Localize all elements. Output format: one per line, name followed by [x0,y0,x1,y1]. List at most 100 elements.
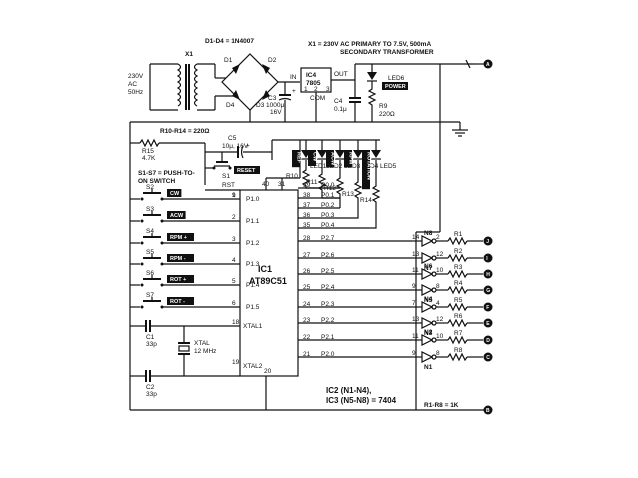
c2-ref: C2 [146,384,155,391]
output-terminal[interactable] [483,318,493,328]
mcu-xtal-pin-name: XTAL1 [243,323,263,330]
switch-contact [140,197,144,201]
gate-resistor [447,253,468,263]
gate-resistor-ref: R2 [454,248,463,255]
inverter-out-pin: 10 [436,333,444,340]
switch-tag[interactable]: ROT + [170,277,186,283]
switch-tag[interactable]: ROT - [170,299,185,305]
output-terminal-label[interactable]: F [486,305,489,311]
regulator-pin1: 1 [304,86,308,93]
output-terminal[interactable] [483,302,493,312]
regulator-com: COM [310,95,325,102]
power-tag: POWER [385,84,406,90]
switch-note-2: ON SWITCH [138,178,175,185]
switch-tag[interactable]: RPM + [170,235,187,241]
r10-r14-note: R10-R14 = 220Ω [160,128,209,135]
c4-value: 0.1μ [334,106,347,113]
regulator-in: IN [290,74,297,81]
led-ref: LED1 [310,163,327,170]
led-symbol [317,150,327,158]
c3-value: 1000μ [266,102,284,109]
switch-tag[interactable]: RPM - [170,256,186,262]
transformer-ref: X1 [185,51,193,58]
led-resistor-ref: R14 [360,197,372,204]
output-terminal-label[interactable]: I [486,256,488,262]
mcu-p2-pin-name: P2.0 [321,351,335,358]
mcu-left-pin-name: P1.1 [246,218,260,225]
gate-resistor-ref: R7 [454,330,463,337]
gate-resistor-ref: R8 [454,347,463,354]
switch-tag[interactable]: ACW [170,213,184,219]
inverter-ref: N6 [424,263,433,270]
switch-tag-bg[interactable] [167,189,182,197]
c1-value: 33p [146,341,157,348]
output-terminal[interactable] [483,352,493,362]
inverter-out-pin: 12 [436,316,444,323]
output-terminal[interactable] [483,335,493,345]
output-terminal[interactable] [483,253,493,263]
inverter-out-pin: 8 [436,283,440,290]
mcu-p0-pin-num: 37 [303,202,311,209]
mcu-p0-pin-num: 38 [303,192,311,199]
switch-tag-bg[interactable] [167,233,194,241]
mcu-xtal-pin-num: 18 [232,319,240,326]
mcu-left-pin-name: P1.5 [246,304,260,311]
terminal-b[interactable]: B [486,408,490,414]
inverter-in-pin: 7 [412,300,416,307]
led-resistor [340,160,363,219]
gate-note-2: IC3 (N5-N8) = 7404 [326,396,397,405]
switch-ref: S6 [146,270,154,277]
mcu-p0-pin-name: P0.1 [321,192,335,199]
output-terminal-label[interactable]: G [486,288,490,294]
terminal-a[interactable]: A [486,62,490,68]
output-terminal[interactable] [483,285,493,295]
mcu-left-pin-name: P1.3 [246,261,260,268]
capacitor-c4: C4 0.1μ [334,80,361,122]
inverter-symbol [421,317,434,329]
switch-tag[interactable]: CW [170,191,180,197]
led-resistor-ref: R10 [286,173,298,180]
r9-value: 220Ω [379,111,395,118]
output-terminal[interactable] [483,236,493,246]
mcu-p2-pin-num: 24 [303,301,311,308]
c3-sign: + [292,88,296,95]
led-tag-bg [362,150,370,190]
output-terminal-label[interactable]: H [486,272,490,278]
mcu-p2-pin-num: 21 [303,351,311,358]
switch-tag-bg[interactable] [167,297,194,305]
gate-resistor-ref: R3 [454,264,463,271]
c5-sign: + [246,143,250,150]
output-terminal-label[interactable]: C [486,355,490,361]
diode-d4: D4 [226,102,235,109]
mcu-part: AT89C51 [249,276,287,286]
transformer-note-1: X1 = 230V AC PRIMARY TO 7.5V, 500mA [308,41,431,48]
mcu-left-pin-num: 3 [232,236,236,243]
switch-tag-bg[interactable] [167,254,194,262]
switch-contact [140,283,144,287]
switch-tag-bg[interactable] [167,275,194,283]
gate-resistor [447,236,468,246]
led-symbol [353,150,363,158]
mcu-left-pin-num: 6 [232,300,236,307]
switch-tag-bg[interactable] [167,211,186,219]
mcu-left-pin-num: 5 [232,278,236,285]
led-tag-bg [292,150,300,168]
led-tag: ACW [330,152,336,166]
reset-switch-s1[interactable]: S1 RESET [205,152,260,180]
r15-ref: R15 [142,148,154,155]
output-terminal[interactable] [483,269,493,279]
ac-input-label-2: AC [128,81,137,88]
led-ref: LED2 [326,163,343,170]
output-terminal-label[interactable]: D [486,338,490,344]
gate-resistor-ref: R4 [454,280,463,287]
led-tag-bg [326,150,334,168]
r1-r8-note: R1-R8 = 1K [424,402,459,409]
output-terminal-label[interactable]: J [486,239,489,245]
gate-resistor [447,335,468,345]
led-tag: CW [312,152,318,162]
output-terminal-label[interactable]: E [486,321,490,327]
regulator-out: OUT [334,71,348,78]
inverter-out-pin: 12 [436,251,444,258]
